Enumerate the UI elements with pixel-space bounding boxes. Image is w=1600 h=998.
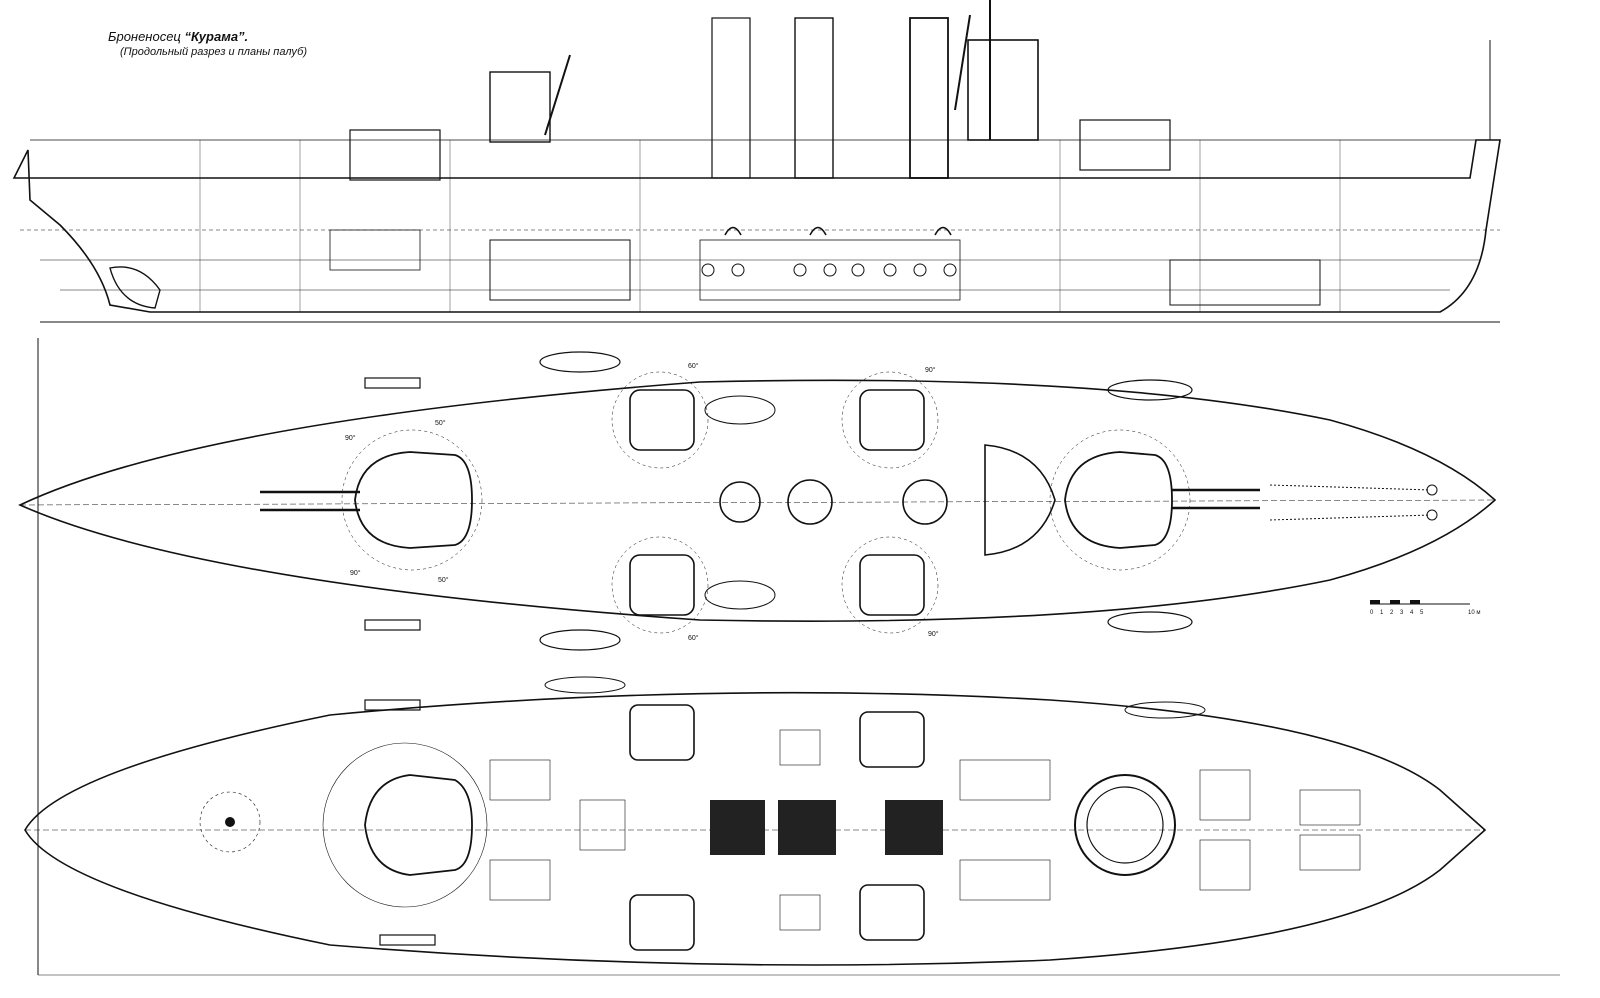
casemate-stbd-fwd [859,884,925,941]
scale-tick: 4 [1410,610,1414,616]
firing-arcs [341,371,1191,634]
angle-label: 90° [345,434,356,442]
scale-tick: 5 [1420,610,1424,616]
secondary-turret-port-fwd [859,389,925,451]
funnel-3 [909,17,949,179]
centerline [19,499,1496,506]
boiler-circles [701,263,957,277]
funnel-plan-3 [902,479,948,525]
scale-bar: 0 1 2 3 4 5 10 м [1370,600,1480,616]
rudder [109,266,161,309]
bridge-plan [984,444,1056,556]
aft-turret-profile [349,129,441,181]
aft-barbette [364,774,473,876]
boat-main-port [544,676,626,694]
aft-magazine [329,229,421,271]
boat-stbd-aft [539,629,621,651]
casemate-port-aft [629,704,695,761]
upper-deck-outline [18,379,1497,622]
boiler-hatch-1 [710,800,765,855]
derrick-boom-aft [544,54,571,136]
boat-main-port-fwd [1124,701,1206,719]
derrick-boom-fwd [954,14,971,111]
boat-stbd-fwd [1107,611,1193,633]
fwd-turret-profile [1079,119,1171,171]
boat-center-1 [704,395,776,425]
boiler-uptakes [724,226,952,236]
scale-tick: 1 [1380,610,1384,616]
upper-deck-plan: 90° 60° 50° 90° 50° 90° 60° 90° [18,351,1497,651]
title-prefix: Броненосец [108,29,181,44]
scale-unit: 10 м [1468,610,1480,616]
aft-main-turret [354,451,473,549]
accommodation-ladder-stbd [364,619,421,631]
funnel-2 [794,17,834,179]
casemate-stbd-aft [629,894,695,951]
boat-port-fwd [1107,379,1193,401]
scale-tick: 0 [1370,610,1374,616]
longitudinal-section [12,0,1501,323]
angle-label: 50° [438,576,449,584]
drawing-subtitle: (Продольный разрез и планы палуб) [120,46,307,58]
funnel-plan-1 [719,481,761,523]
forward-bridge [967,39,1039,141]
scale-tick: 2 [1390,610,1394,616]
boiler-hatch-2 [778,800,836,855]
boat-center-2 [704,580,776,610]
angle-label: 90° [350,569,361,577]
fwd-barbette-inner [1086,786,1164,864]
anchor-chains [1269,484,1438,521]
boat-port-aft [539,351,621,373]
funnel-plan-2 [787,479,833,525]
engine-room [489,239,631,301]
angle-label: 50° [435,419,446,427]
angle-label: 60° [688,634,699,642]
casemate-port-fwd [859,711,925,768]
funnel-1 [711,17,751,179]
boiler-rooms [699,239,961,301]
accommodation-ladder-port [364,377,421,389]
ladder-main-stbd [379,934,436,946]
main-deck-plan [24,676,1487,966]
secondary-turret-stbd-fwd [859,554,925,616]
aft-bridge [489,71,551,143]
drawing-title: Броненосец “Курама”. (Продольный разрез … [108,28,307,60]
aft-barbette-arc [322,742,488,908]
capstan [225,817,235,827]
secondary-turret-port-aft [629,389,695,451]
fwd-barbette [1074,774,1176,876]
angle-label: 90° [928,630,939,638]
fwd-magazine [1169,259,1321,306]
secondary-turret-stbd-aft [629,554,695,616]
capstan-arc [199,791,261,853]
ship-name: “Курама”. [184,29,249,44]
scale-tick: 3 [1400,610,1404,616]
deck-compartments [489,729,1361,931]
boiler-hatch-3 [885,800,943,855]
hull-profile [12,139,1501,313]
angle-label: 90° [925,366,936,374]
fwd-main-turret [1064,451,1173,549]
ladder-main-port [364,699,421,711]
angle-label: 60° [688,362,699,370]
frame-ticks [199,140,1341,312]
